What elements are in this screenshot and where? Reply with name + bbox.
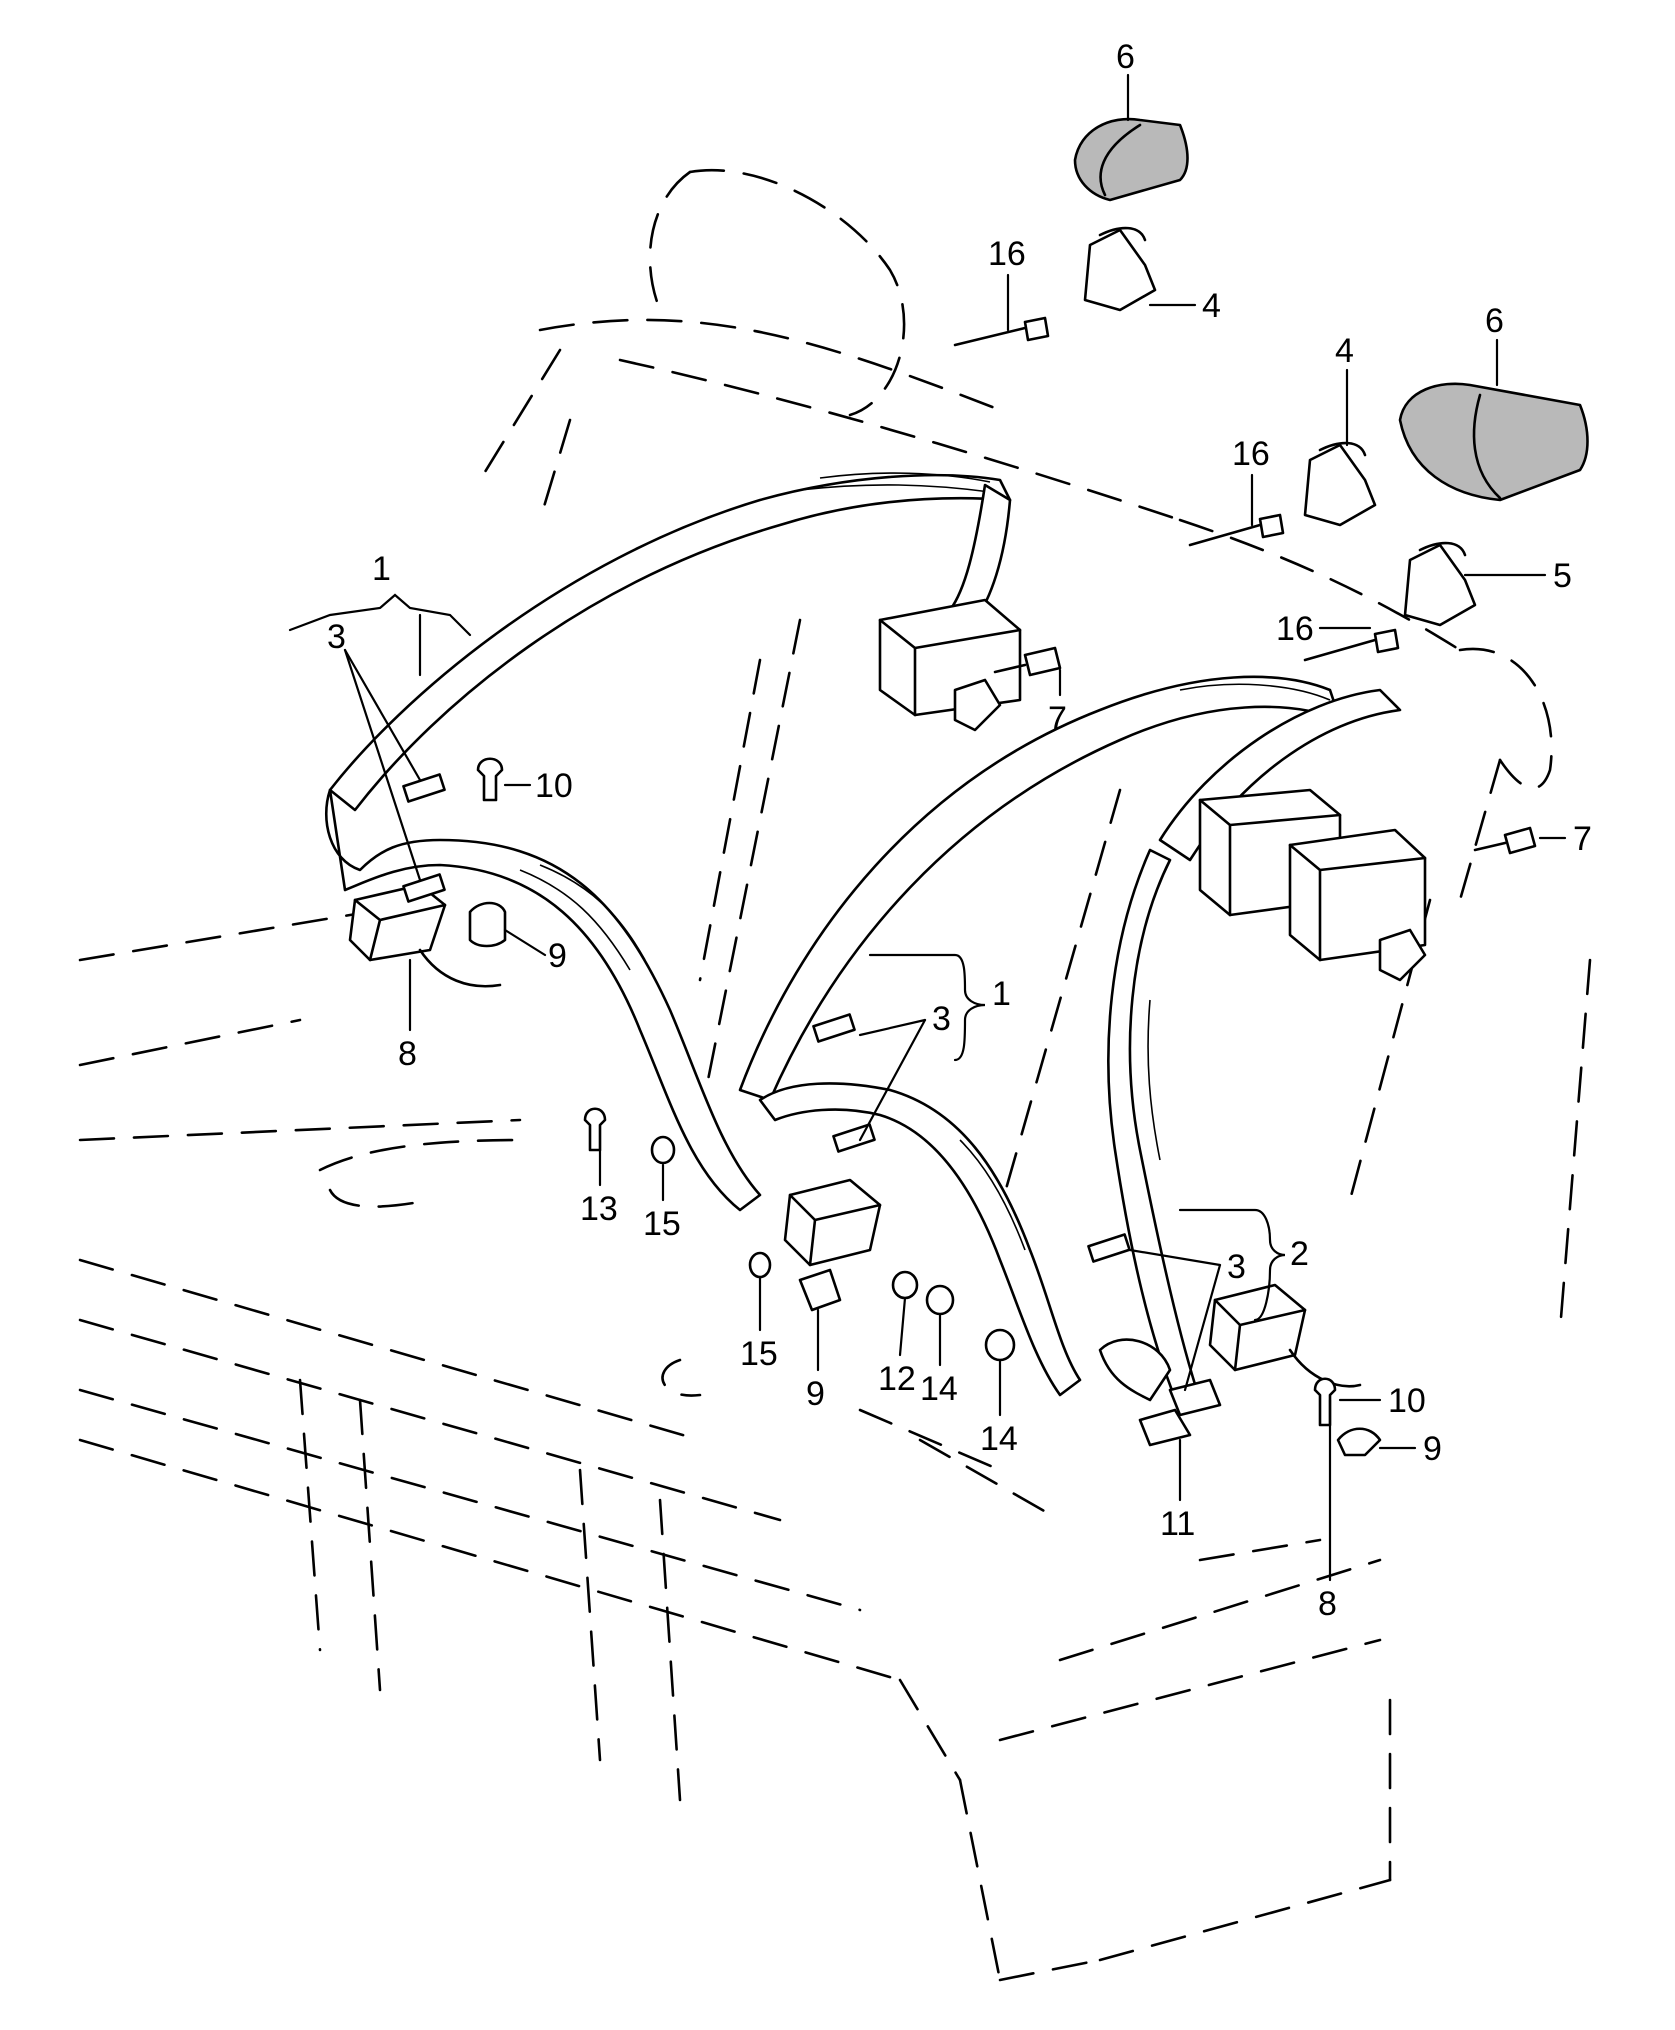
callout-4-top: 4 bbox=[1202, 287, 1221, 325]
callout-6-top: 6 bbox=[1116, 38, 1135, 76]
callout-14-center: 14 bbox=[920, 1370, 958, 1408]
callout-3-middle: 3 bbox=[932, 1000, 951, 1038]
callout-11: 11 bbox=[1160, 1505, 1195, 1543]
seat-outline-dashed bbox=[78, 169, 1592, 1982]
callout-1-left: 1 bbox=[372, 550, 391, 588]
upper-guides-and-covers bbox=[953, 117, 1589, 855]
callout-3-right: 3 bbox=[1227, 1248, 1246, 1286]
callout-10-left: 10 bbox=[535, 767, 573, 805]
callout-8-right: 8 bbox=[1318, 1585, 1337, 1623]
callout-7-right: 7 bbox=[1573, 820, 1592, 858]
callout-5: 5 bbox=[1553, 557, 1572, 595]
callout-4-middle: 4 bbox=[1335, 332, 1354, 370]
right-belt-assemblies bbox=[583, 675, 1427, 1457]
callout-14-right: 14 bbox=[980, 1420, 1018, 1458]
callout-12: 12 bbox=[878, 1360, 916, 1398]
callout-15-center: 15 bbox=[740, 1335, 778, 1373]
callout-16-top: 16 bbox=[988, 235, 1026, 273]
leader-lines bbox=[288, 73, 1567, 1582]
callout-9-left: 9 bbox=[548, 937, 567, 975]
left-belt-assembly bbox=[324, 472, 1022, 1212]
callout-16-right: 16 bbox=[1276, 610, 1314, 648]
callout-8-left: 8 bbox=[398, 1035, 417, 1073]
callout-3-left: 3 bbox=[327, 618, 346, 656]
callout-labels: 6 16 4 4 6 16 5 16 7 7 1 3 10 9 8 1 3 13… bbox=[327, 38, 1592, 1623]
callout-10-right: 10 bbox=[1388, 1382, 1426, 1420]
callout-13: 13 bbox=[580, 1190, 618, 1228]
callout-16-middle: 16 bbox=[1232, 435, 1270, 473]
callout-6-right: 6 bbox=[1485, 302, 1504, 340]
callout-1-middle: 1 bbox=[992, 975, 1011, 1013]
callout-9-center: 9 bbox=[806, 1375, 825, 1413]
callout-15-left: 15 bbox=[643, 1205, 681, 1243]
callout-9-right: 9 bbox=[1423, 1430, 1442, 1468]
callout-7-top: 7 bbox=[1048, 700, 1067, 738]
callout-2: 2 bbox=[1290, 1235, 1309, 1273]
